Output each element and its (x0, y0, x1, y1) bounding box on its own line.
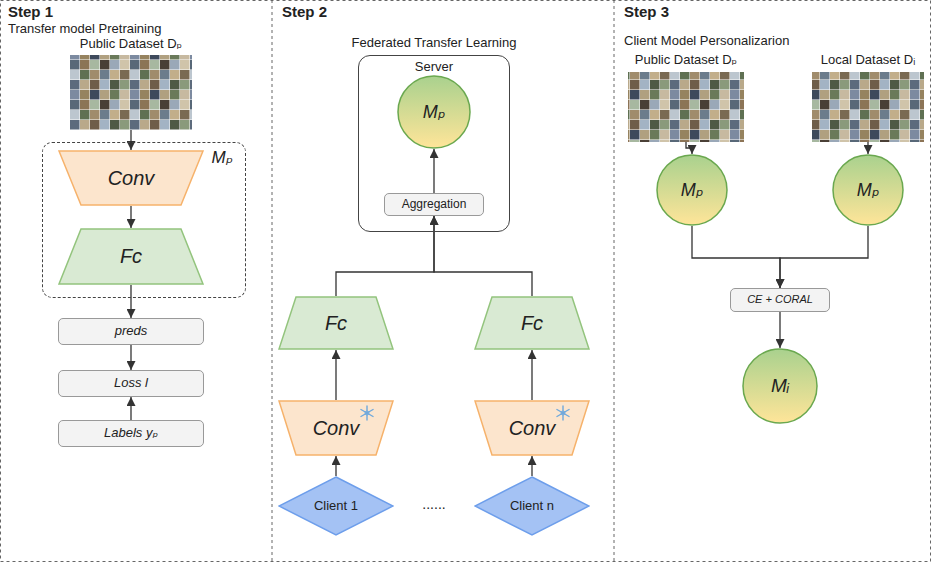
server-box: ServerMₚAggregation (358, 55, 510, 232)
connector-arrow (433, 149, 434, 193)
model-circle: Mₚ (397, 75, 471, 149)
dataset-image: Public Dataset Dₚ (70, 36, 192, 130)
step-subtitle-holder: Client Model Personalizarion (624, 33, 914, 49)
connector-arrow (531, 456, 532, 476)
dataset-image: Public Dataset Dₚ (628, 52, 745, 142)
step-subtitle: Transfer model Pretraining (8, 21, 161, 36)
model-circle: Mₚ (832, 154, 904, 226)
node-text: Fc (120, 244, 142, 269)
node-text: Conv (108, 166, 155, 191)
node-text: Fc (325, 311, 347, 336)
node-text: Client 1 (314, 498, 358, 514)
node-text: Server (415, 59, 453, 75)
node-text: CE + CORAL (747, 293, 813, 307)
process-box: CE + CORAL (730, 288, 830, 312)
node-text: Conv (313, 416, 360, 441)
step-subtitle: Client Model Personalizarion (624, 33, 789, 48)
step-heading-holder: Step 3 (624, 3, 824, 22)
process-box: Loss l (58, 370, 204, 397)
connector-arrow (780, 226, 868, 288)
connector-arrow (130, 285, 131, 318)
connector-arrow (867, 142, 868, 154)
step-subtitle-holder: Federated Transfer Learning (304, 35, 564, 51)
connector-arrow (686, 142, 692, 154)
node-text: Fc (521, 311, 543, 336)
client-diamond: Client 1 (278, 476, 394, 536)
ellipsis-holder: ...... (384, 496, 484, 514)
conv-layer: Conv (474, 400, 590, 456)
connector-arrow (692, 226, 780, 288)
fc-layer: Fc (474, 296, 590, 350)
ellipsis: ...... (422, 496, 445, 512)
model-group: MₚConvFc (42, 142, 246, 298)
node-text: Public Dataset Dₚ (80, 36, 182, 52)
node-text: Loss l (114, 375, 148, 391)
connector-arrow (779, 312, 780, 348)
node-text: Conv (509, 416, 556, 441)
node-text: Public Dataset Dₚ (635, 52, 737, 68)
connector-arrow (335, 456, 336, 476)
step-heading: Step 1 (8, 3, 53, 20)
node-text: Mₚ (681, 179, 704, 202)
connector-arrow (335, 350, 336, 400)
step-heading: Step 3 (624, 3, 669, 20)
connector-arrow (130, 345, 131, 370)
process-box: preds (58, 318, 204, 345)
connector-arrow (434, 216, 532, 296)
node-text: Mₚ (423, 101, 446, 124)
connector-arrow (336, 216, 434, 296)
conv-layer: Conv (278, 400, 394, 456)
dataset-mosaic (812, 72, 924, 142)
node-text: Mᵢ (771, 374, 789, 398)
node-text: Mₚ (212, 147, 233, 168)
node-text: Local Dataset Dᵢ (821, 52, 916, 68)
node-text: Client n (510, 498, 554, 514)
node-text: Labels yₚ (104, 425, 158, 441)
fc-layer: Fc (278, 296, 394, 350)
step-subtitle-holder: Transfer model Pretraining (8, 21, 258, 37)
model-circle: Mₚ (656, 154, 728, 226)
connector-arrow (130, 130, 131, 150)
dataset-mosaic (628, 72, 744, 142)
node-text: Aggregation (402, 197, 467, 212)
node-text: preds (115, 323, 148, 339)
node-text: Mₚ (857, 179, 880, 202)
conv-layer: Conv (58, 150, 204, 206)
client-diamond: Client n (474, 476, 590, 536)
process-box: Aggregation (384, 193, 484, 216)
fc-layer: Fc (58, 228, 204, 285)
step-heading: Step 2 (282, 3, 327, 20)
connector-arrow (130, 397, 131, 420)
process-box: Labels yₚ (58, 420, 204, 447)
step-subtitle: Federated Transfer Learning (352, 35, 517, 50)
dataset-image: Local Dataset Dᵢ (812, 52, 924, 142)
model-circle: Mᵢ (742, 348, 818, 424)
step-heading-holder: Step 1 (8, 3, 208, 22)
connector-arrow (130, 206, 131, 228)
connector-arrow (531, 350, 532, 400)
step-heading-holder: Step 2 (282, 3, 482, 22)
dataset-mosaic (70, 55, 192, 130)
